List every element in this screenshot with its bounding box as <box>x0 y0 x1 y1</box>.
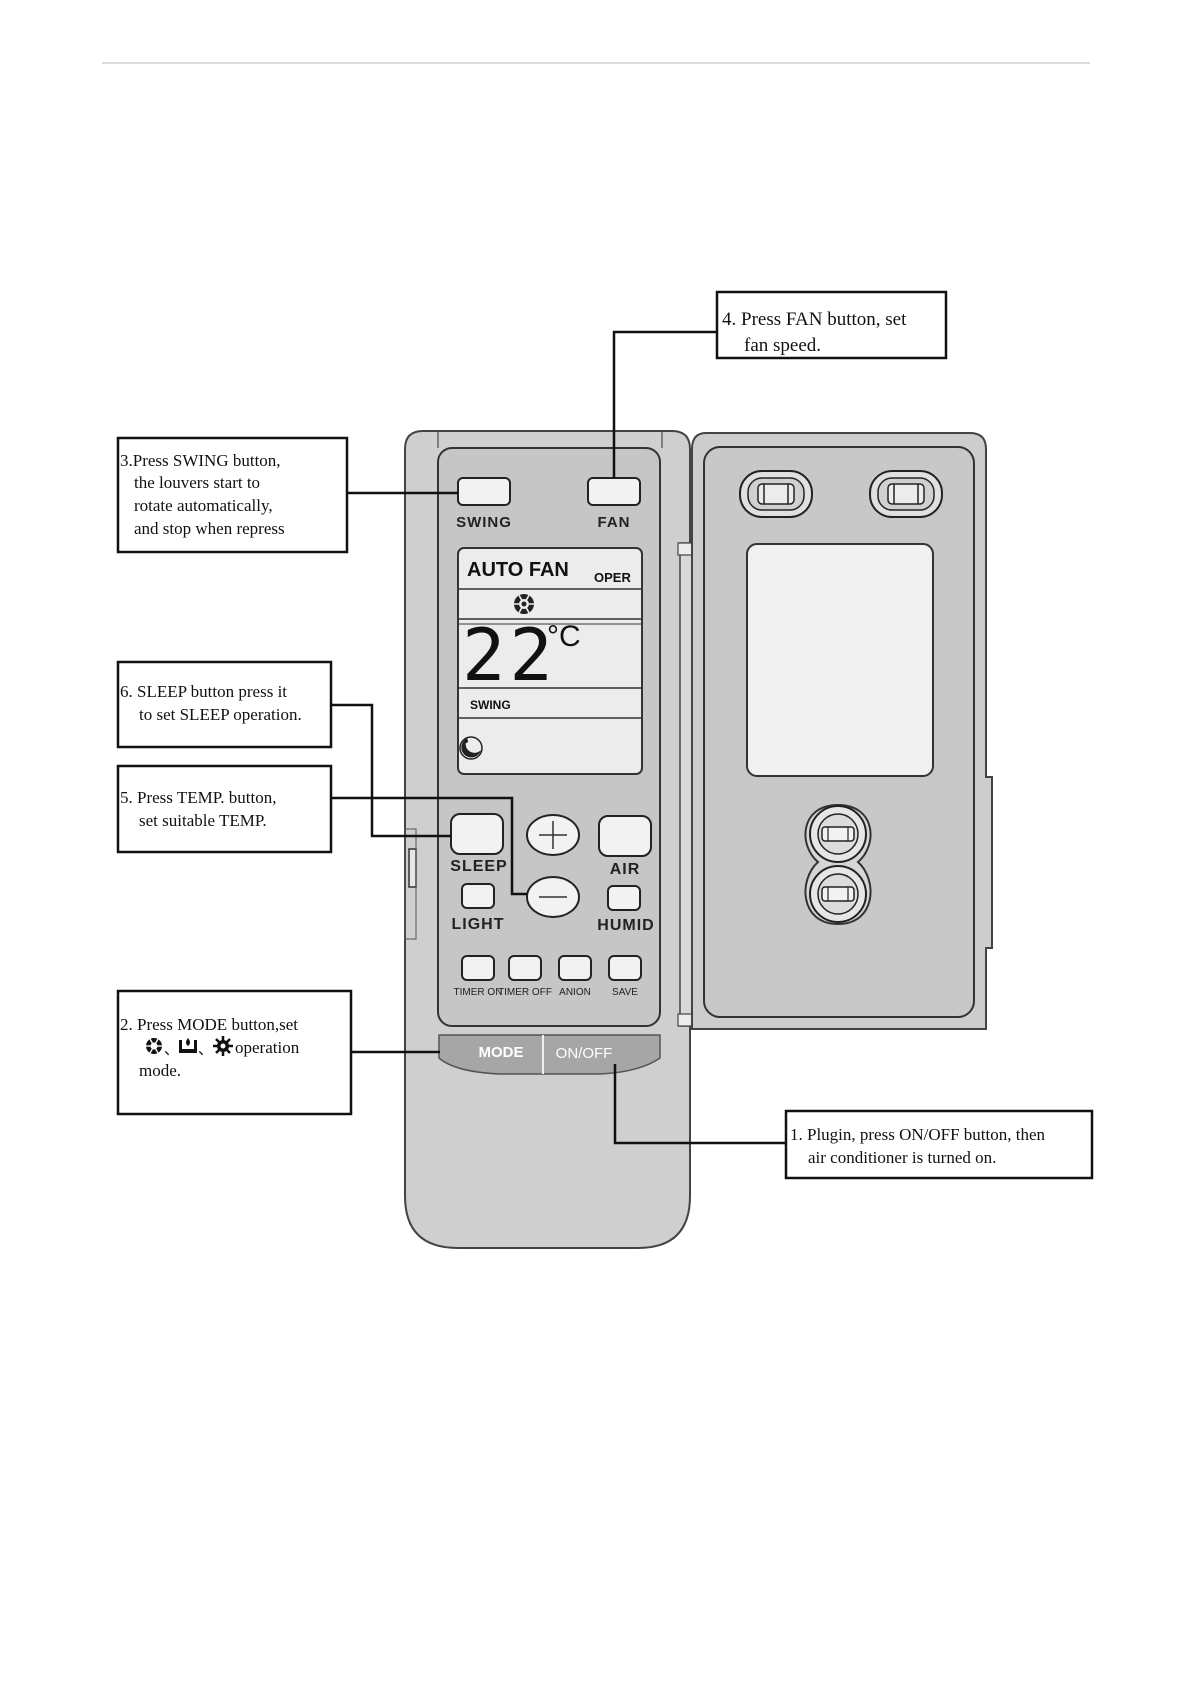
lcd-moon-icon <box>459 736 483 760</box>
air-button-label: AIR <box>610 861 641 878</box>
anion-button[interactable] <box>558 955 592 981</box>
callout-swing-line3: rotate automatically, <box>134 496 273 515</box>
sun-icon <box>213 1036 233 1056</box>
cover-window <box>746 543 934 777</box>
onoff-button-label: ON/OFF <box>556 1045 613 1062</box>
cover-clip-left <box>739 470 813 518</box>
mode-button-label: MODE <box>479 1044 524 1061</box>
callout-fan-line2: fan speed. <box>744 335 821 356</box>
callout-mode-line2: operation <box>235 1038 300 1057</box>
callout-power: 1. Plugin, press ON/OFF button, then air… <box>784 1109 1094 1180</box>
power-leader <box>613 1064 786 1145</box>
temp-up-button[interactable] <box>526 814 580 856</box>
callout-mode-line1: 2. Press MODE button,set <box>120 1015 298 1034</box>
callout-mode-line3: mode. <box>139 1061 181 1080</box>
save-button[interactable] <box>608 955 642 981</box>
callout-temp-line2: set suitable TEMP. <box>139 811 267 830</box>
mode-separator-2: 、 <box>198 1042 213 1058</box>
lcd-auto-fan: AUTO FAN <box>467 559 569 581</box>
callout-sleep-line1: 6. SLEEP button press it <box>120 682 287 701</box>
sleep-button[interactable] <box>450 813 504 855</box>
callout-swing: 3.Press SWING button, the louvers start … <box>116 436 349 554</box>
leader-lines <box>331 330 786 1145</box>
callout-swing-line4: and stop when repress <box>134 519 285 538</box>
timer-off-label: TIMER OFF <box>498 987 552 998</box>
air-button[interactable] <box>598 815 652 857</box>
timer-off-button[interactable] <box>508 955 542 981</box>
battery-latch <box>804 803 872 926</box>
temp-down-button[interactable] <box>526 876 580 918</box>
callout-swing-line1: 3.Press SWING button, <box>120 451 281 470</box>
onoff-button[interactable]: ON/OFF <box>544 1036 659 1072</box>
callout-sleep: 6. SLEEP button press it to set SLEEP op… <box>116 660 333 749</box>
lcd-snowflake-icon <box>514 594 534 614</box>
lcd-display: AUTO FAN OPER 22 °C SWING <box>457 547 643 775</box>
lcd-temperature: 22 <box>462 613 557 697</box>
light-button-label: LIGHT <box>452 916 505 933</box>
timer-on-button[interactable] <box>461 955 495 981</box>
snowflake-icon <box>146 1038 162 1054</box>
callout-swing-line2: the louvers start to <box>134 473 260 492</box>
callout-temp: 5. Press TEMP. button, set suitable TEMP… <box>116 764 333 854</box>
lcd-oper: OPER <box>594 570 631 585</box>
callout-fan-line1: 4. Press FAN button, set <box>722 309 907 330</box>
save-label: SAVE <box>612 987 638 998</box>
mode-bar <box>438 1034 661 1075</box>
fan-button[interactable] <box>587 477 641 506</box>
cover-clip-right <box>869 470 943 518</box>
callout-sleep-line2: to set SLEEP operation. <box>139 705 302 724</box>
humid-button-label: HUMID <box>597 917 654 934</box>
swing-button-label: SWING <box>456 514 512 531</box>
callout-power-line1: 1. Plugin, press ON/OFF button, then <box>790 1125 1046 1144</box>
temp-leader <box>331 796 527 896</box>
callout-fan: 4. Press FAN button, set fan speed. <box>715 290 948 360</box>
callout-power-line2: air conditioner is turned on. <box>808 1148 996 1167</box>
drop-tray-icon <box>179 1038 197 1053</box>
lcd-swing: SWING <box>470 698 511 712</box>
callout-temp-line1: 5. Press TEMP. button, <box>120 788 277 807</box>
mode-button[interactable]: MODE <box>440 1036 542 1072</box>
humid-button[interactable] <box>607 885 641 911</box>
swing-button[interactable] <box>457 477 511 506</box>
sleep-leader <box>331 703 451 838</box>
lcd-unit: °C <box>547 620 581 653</box>
anion-label: ANION <box>559 987 591 998</box>
timer-on-label: TIMER ON <box>454 987 503 998</box>
remote-cover <box>691 432 993 1030</box>
fan-button-label: FAN <box>598 514 631 531</box>
fan-leader <box>612 330 717 478</box>
mode-separator-1: 、 <box>164 1042 179 1058</box>
light-button[interactable] <box>461 883 495 909</box>
sleep-button-label: SLEEP <box>450 858 507 875</box>
callout-mode: 2. Press MODE button,set 、 、 <box>116 989 353 1116</box>
